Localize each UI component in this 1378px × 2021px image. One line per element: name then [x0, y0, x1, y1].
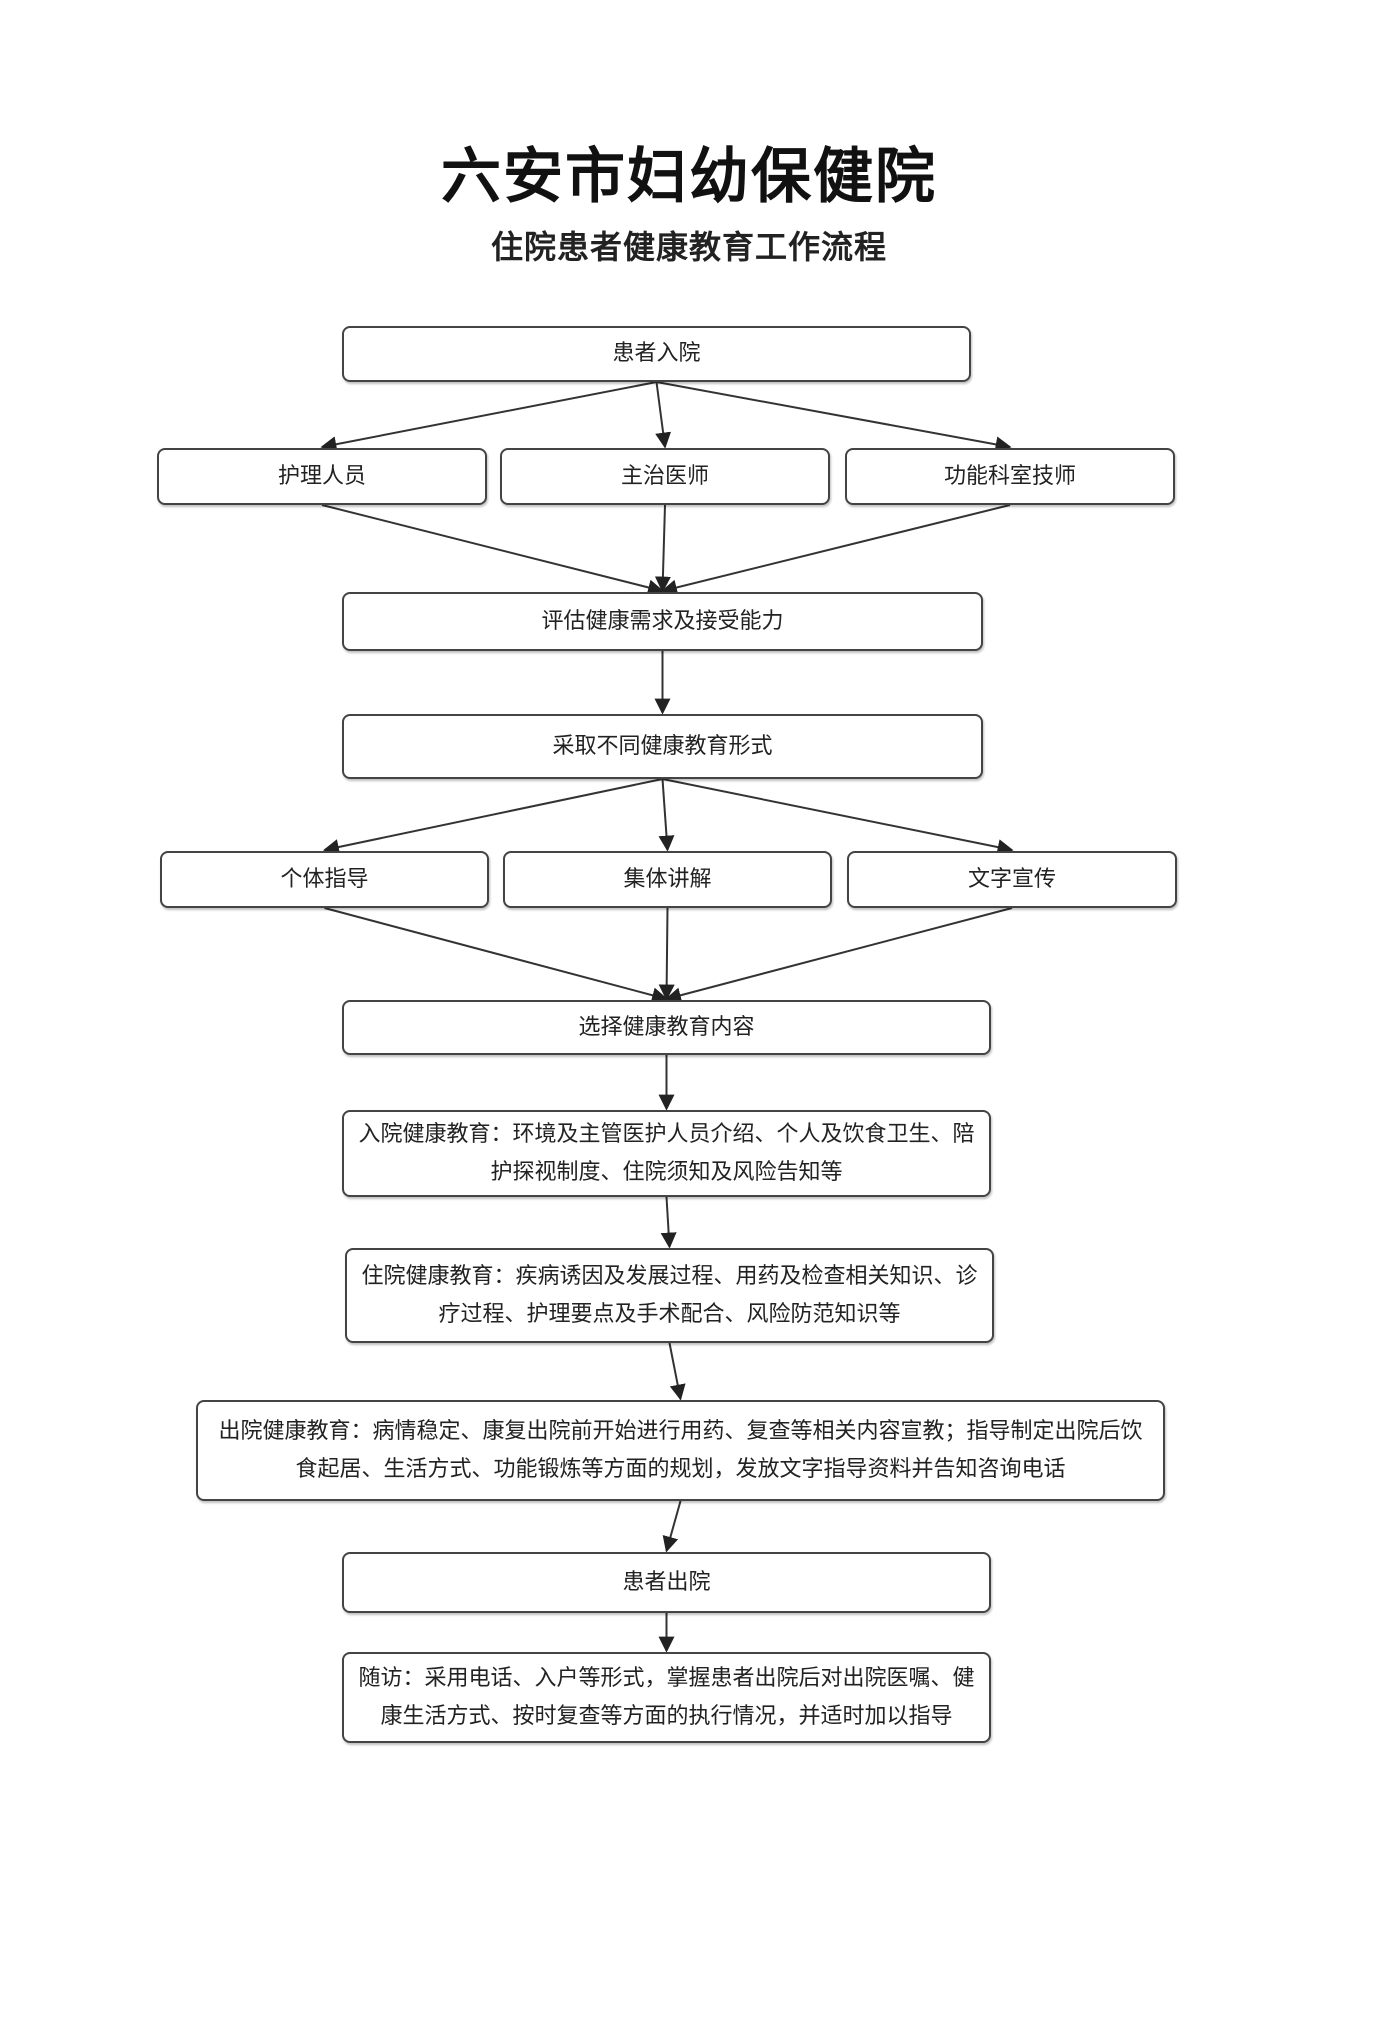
node-follow-up: 随访：采用电话、入户等形式，掌握患者出院后对出院医嘱、健康生活方式、按时复查等方…: [342, 1652, 991, 1743]
arrow-attending_doctor-to-assess_needs: [654, 504, 671, 593]
arrow-admission-to-functional_dept_technician: [656, 381, 1012, 453]
node-label: 采取不同健康教育形式: [552, 733, 773, 759]
node-nursing-staff: 护理人员: [157, 448, 487, 505]
arrow-individual_guidance-to-select_content: [324, 907, 669, 1004]
node-written-publicity: 文字宣传: [847, 851, 1177, 908]
node-select-content: 选择健康教育内容: [342, 1000, 991, 1055]
node-discharge: 患者出院: [342, 1552, 991, 1613]
arrow-group_lecture-to-select_content: [658, 907, 675, 1001]
arrow-nursing_staff-to-assess_needs: [321, 504, 665, 596]
node-label: 评估健康需求及接受能力: [541, 608, 784, 634]
node-assess-needs: 评估健康需求及接受能力: [342, 592, 983, 651]
page-title: 六安市妇幼保健院: [441, 142, 937, 212]
node-label: 住院健康教育：疾病诱因及发展过程、用药及检查相关知识、诊疗过程、护理要点及手术配…: [361, 1263, 978, 1327]
arrow-discharge_education-to-discharge: [662, 1500, 682, 1553]
node-label: 集体讲解: [623, 866, 712, 892]
node-label: 入院健康教育：环境及主管医护人员介绍、个人及饮食卫生、陪护探视制度、住院须知及风…: [358, 1121, 975, 1185]
node-label: 功能科室技师: [943, 463, 1076, 489]
node-label: 随访：采用电话、入户等形式，掌握患者出院后对出院医嘱、健康生活方式、按时复查等方…: [358, 1665, 975, 1729]
node-label: 主治医师: [620, 463, 709, 489]
arrow-education_forms-to-group_lecture: [658, 778, 675, 852]
node-label: 护理人员: [277, 463, 366, 489]
node-label: 个体指导: [280, 866, 369, 892]
node-label: 患者出院: [622, 1569, 711, 1595]
node-education-forms: 采取不同健康教育形式: [342, 714, 983, 779]
node-individual-guidance: 个体指导: [160, 851, 489, 908]
node-label: 患者入院: [612, 341, 701, 366]
node-label: 文字宣传: [967, 866, 1056, 892]
page-subtitle: 住院患者健康教育工作流程: [490, 228, 887, 266]
arrow-admission_education-to-inpatient_education: [660, 1196, 677, 1249]
node-discharge-education: 出院健康教育：病情稳定、康复出院前开始进行用药、复查等相关内容宣教；指导制定出院…: [196, 1400, 1165, 1501]
arrow-written_publicity-to-select_content: [664, 907, 1013, 1004]
node-attending-doctor: 主治医师: [500, 448, 830, 505]
node-label: 出院健康教育：病情稳定、康复出院前开始进行用药、复查等相关内容宣教；指导制定出院…: [218, 1418, 1143, 1482]
arrow-functional_dept_technician-to-assess_needs: [660, 504, 1011, 596]
node-group-lecture: 集体讲解: [503, 851, 832, 908]
node-admission-education: 入院健康教育：环境及主管医护人员介绍、个人及饮食卫生、陪护探视制度、住院须知及风…: [342, 1110, 991, 1197]
node-admission: 患者入院: [342, 326, 971, 382]
node-label: 选择健康教育内容: [578, 1014, 755, 1040]
node-functional-dept-technician: 功能科室技师: [845, 448, 1175, 505]
arrow-education_forms-to-individual_guidance: [322, 778, 663, 855]
arrow-inpatient_education-to-discharge_education: [668, 1342, 686, 1401]
node-inpatient-education: 住院健康教育：疾病诱因及发展过程、用药及检查相关知识、诊疗过程、护理要点及手术配…: [345, 1248, 994, 1343]
arrow-admission-to-attending_doctor: [655, 381, 672, 449]
arrow-admission-to-nursing_staff: [320, 381, 657, 453]
arrow-education_forms-to-written_publicity: [662, 778, 1014, 855]
